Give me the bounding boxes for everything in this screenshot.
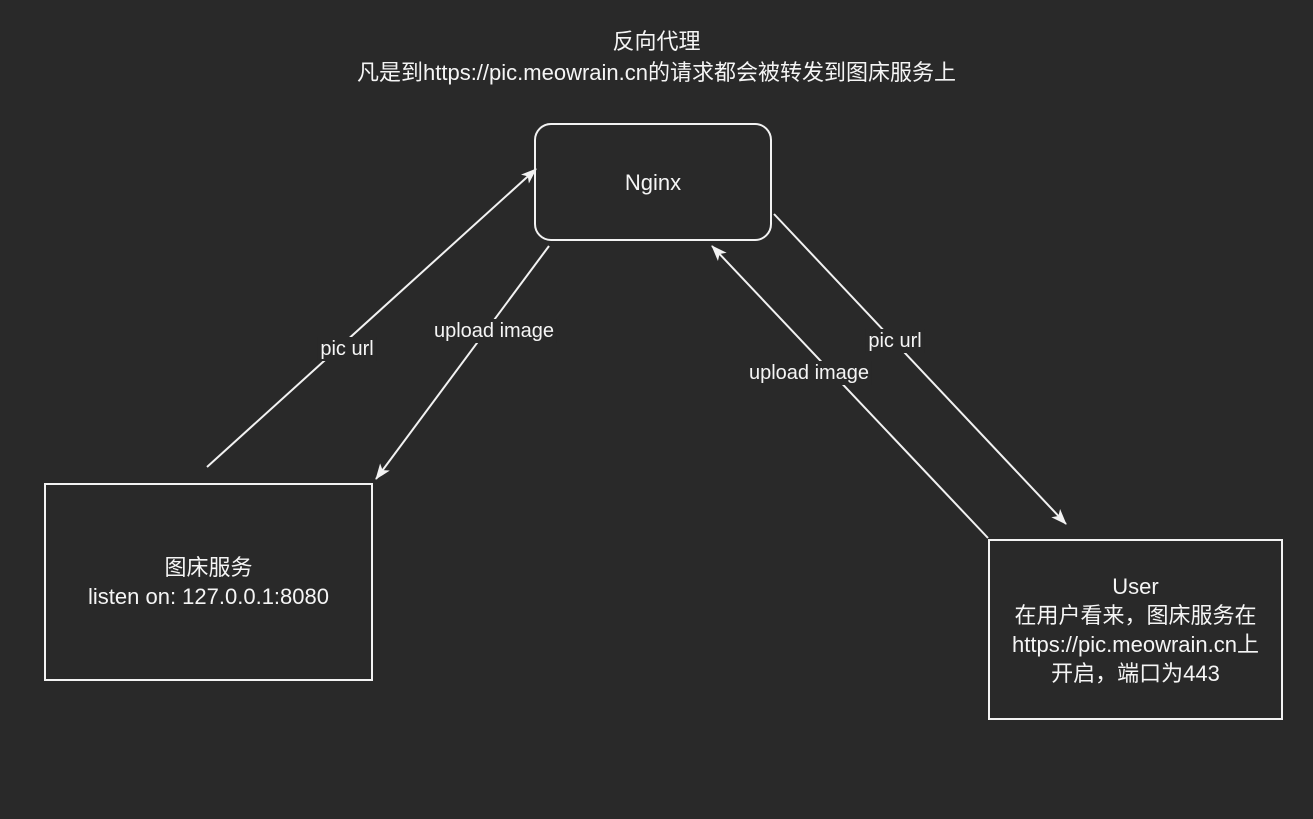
node-nginx-label: Nginx [624, 169, 682, 195]
node-user-line2: 在用户看来，图床服务在 [1014, 602, 1257, 628]
edge-label-nginx-to-user: pic url [865, 329, 925, 353]
node-picbed: 图床服务 listen on: 127.0.0.1:8080 [44, 483, 373, 681]
edge-label-user-to-nginx: upload image [745, 361, 873, 385]
node-user-title: User [1112, 573, 1159, 599]
edge-user-to-nginx [711, 245, 989, 539]
diagram-title: 反向代理 凡是到https://pic.meowrain.cn的请求都会被转发到… [0, 26, 1313, 88]
diagram-title-line2: 凡是到https://pic.meowrain.cn的请求都会被转发到图床服务上 [357, 60, 956, 85]
edge-nginx-to-user [773, 213, 1067, 525]
edge-label-nginx-to-picbed: upload image [430, 319, 558, 343]
node-user-line4: 开启，端口为443 [1051, 660, 1220, 686]
edge-label-picbed-to-nginx: pic url [317, 337, 377, 361]
node-user: User 在用户看来，图床服务在 https://pic.meowrain.cn… [988, 539, 1283, 720]
node-picbed-subtitle: listen on: 127.0.0.1:8080 [88, 584, 329, 609]
diagram-title-line1: 反向代理 [612, 29, 701, 54]
node-picbed-title: 图床服务 [164, 555, 253, 580]
node-user-line3: https://pic.meowrain.cn上 [1012, 631, 1259, 657]
edge-picbed-to-nginx [206, 168, 537, 468]
node-nginx: Nginx [534, 123, 772, 241]
edge-nginx-to-picbed [375, 245, 550, 480]
